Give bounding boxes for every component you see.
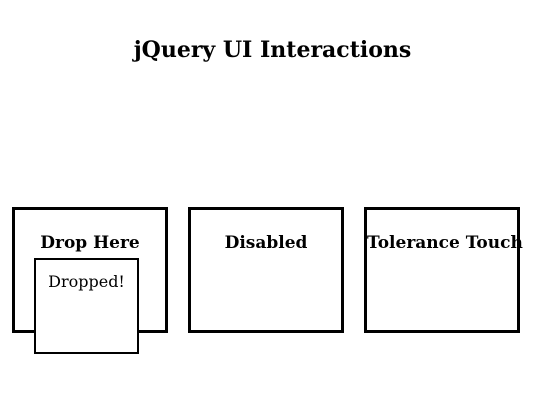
draggable-box[interactable]: Dropped! (34, 258, 139, 354)
droppable-label: Drop Here (40, 233, 140, 253)
droppable-label: Disabled (224, 233, 308, 253)
droppable-disabled: Disabled (188, 207, 344, 333)
draggable-label: Dropped! (48, 272, 125, 291)
droppable-label: Tolerance Touch (367, 233, 523, 253)
page-title: jQuery UI Interactions (133, 37, 412, 63)
droppable-tolerance-touch[interactable]: Tolerance Touch (364, 207, 523, 333)
